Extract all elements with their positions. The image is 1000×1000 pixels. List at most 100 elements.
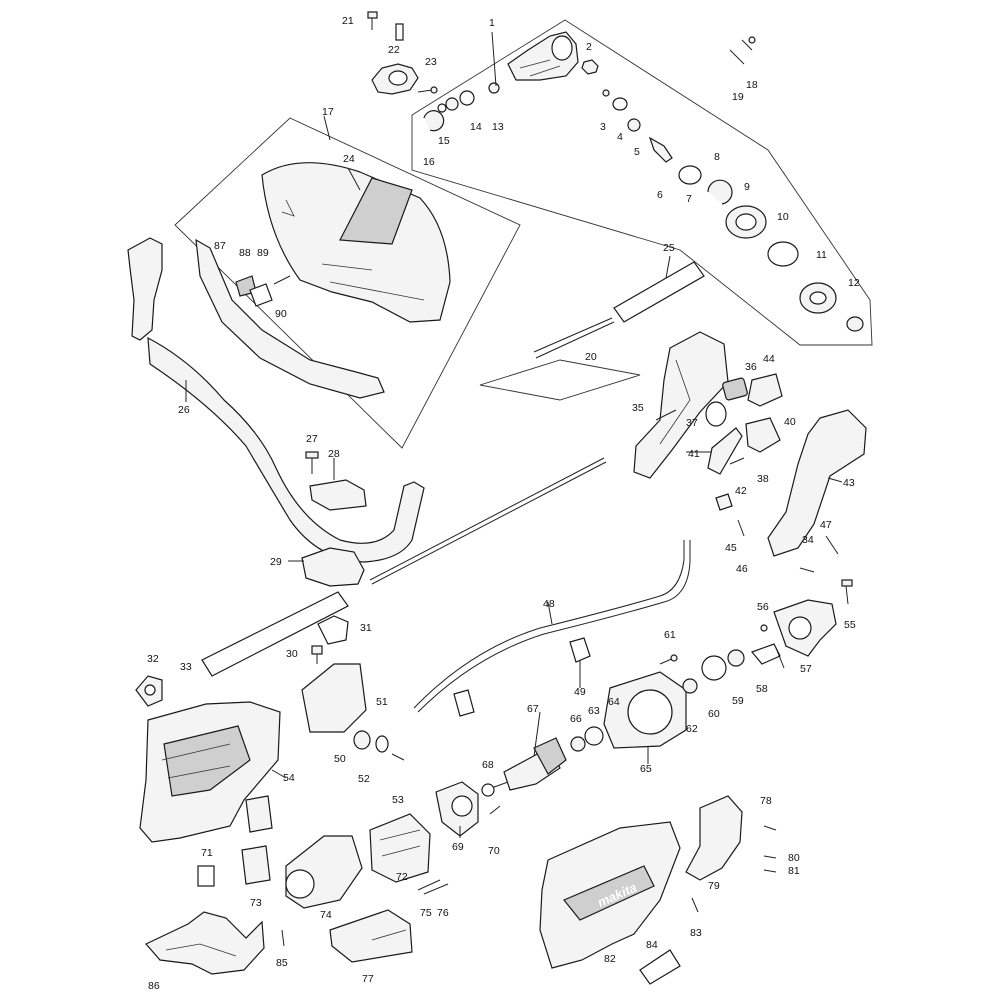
callout-63: 63	[588, 705, 600, 717]
callout-80: 80	[788, 852, 800, 864]
callout-77: 77	[362, 973, 374, 985]
callout-43: 43	[843, 477, 855, 489]
callout-46: 46	[736, 563, 748, 575]
callout-60: 60	[708, 708, 720, 720]
callout-31: 31	[360, 622, 372, 634]
callout-38: 38	[757, 473, 769, 485]
callout-24: 24	[343, 153, 355, 165]
ring-31	[317, 615, 349, 645]
callout-19: 19	[732, 91, 744, 103]
callout-27: 27	[306, 433, 318, 445]
stator-72	[369, 813, 431, 883]
screw-85	[281, 929, 285, 947]
housing-54	[139, 701, 281, 843]
trigger-38-41	[707, 417, 781, 475]
callout-18: 18	[746, 79, 758, 91]
pin-56	[760, 624, 768, 632]
callout-90: 90	[275, 308, 287, 320]
callout-84: 84	[646, 939, 658, 951]
callout-29: 29	[270, 556, 282, 568]
callout-87: 87	[214, 240, 226, 252]
gear-case-65	[603, 671, 687, 749]
callout-78: 78	[760, 795, 772, 807]
callout-13: 13	[492, 121, 504, 133]
motor-housing-74	[285, 835, 363, 909]
callout-6: 6	[657, 189, 663, 201]
flex-shaft-48	[413, 540, 691, 713]
callout-32: 32	[147, 653, 159, 665]
callout-8: 8	[714, 151, 720, 163]
ring-68-screw-70	[481, 783, 501, 815]
switch-parts-36-44-37	[705, 373, 783, 427]
screw-23	[417, 86, 438, 94]
small-parts-45-46-47-34	[715, 493, 839, 573]
brush-holder-69	[435, 781, 479, 837]
callout-3: 3	[600, 121, 606, 133]
callout-22: 22	[388, 44, 400, 56]
callout-69: 69	[452, 841, 464, 853]
leader-lines	[185, 31, 843, 838]
guard-blade-87	[195, 238, 385, 399]
callout-76: 76	[437, 907, 449, 919]
callout-70: 70	[488, 845, 500, 857]
callout-40: 40	[784, 416, 796, 428]
callout-85: 85	[276, 957, 288, 969]
callout-49: 49	[574, 686, 586, 698]
loop-handle-26	[127, 237, 425, 563]
grip-43	[767, 409, 867, 557]
gear-housing	[507, 31, 579, 81]
callout-79: 79	[708, 880, 720, 892]
callout-15: 15	[438, 135, 450, 147]
connectors-73	[241, 795, 273, 885]
callout-53: 53	[392, 794, 404, 806]
callout-47: 47	[820, 519, 832, 531]
callout-75: 75	[420, 907, 432, 919]
cover-79	[685, 795, 743, 881]
callout-52: 52	[358, 773, 370, 785]
callout-26: 26	[178, 404, 190, 416]
callout-89: 89	[257, 247, 269, 259]
controller-77	[329, 909, 413, 963]
callout-71: 71	[201, 847, 213, 859]
pin-22	[395, 23, 404, 41]
callout-17: 17	[322, 106, 334, 118]
bracket-32	[135, 675, 163, 707]
bearing-set-13-14-15	[423, 82, 500, 132]
callout-37: 37	[686, 417, 698, 429]
gear-head-assembly-frame	[411, 19, 873, 346]
callout-62: 62	[686, 723, 698, 735]
shaft-58	[750, 643, 781, 665]
bolts-18-19	[729, 36, 756, 65]
callout-41: 41	[688, 448, 700, 460]
callout-35: 35	[632, 402, 644, 414]
bearings-59-60-62	[682, 649, 745, 694]
clamp-28	[305, 451, 367, 511]
callout-44: 44	[763, 353, 775, 365]
clamp-bracket	[371, 63, 419, 95]
callout-9: 9	[744, 181, 750, 193]
bearing-63-66	[570, 726, 604, 752]
callout-64: 64	[608, 696, 620, 708]
callout-65: 65	[640, 763, 652, 775]
guard-24	[261, 162, 451, 323]
label-84	[639, 949, 681, 985]
callout-56: 56	[757, 601, 769, 613]
callout-74: 74	[320, 909, 332, 921]
callout-16: 16	[423, 156, 435, 168]
callout-21: 21	[342, 15, 354, 27]
callout-45: 45	[725, 542, 737, 554]
screw-61	[659, 654, 678, 665]
callout-28: 28	[328, 448, 340, 460]
callout-12: 12	[848, 277, 860, 289]
callout-4: 4	[617, 131, 623, 143]
shaft-tube-25	[613, 261, 705, 323]
bolt-21	[367, 11, 378, 30]
terminals-75-76	[417, 879, 449, 895]
callout-34: 34	[802, 534, 814, 546]
rod-20	[533, 317, 615, 359]
spindle-parts	[602, 89, 864, 332]
label-71	[197, 865, 215, 887]
callout-1: 1	[489, 17, 495, 29]
